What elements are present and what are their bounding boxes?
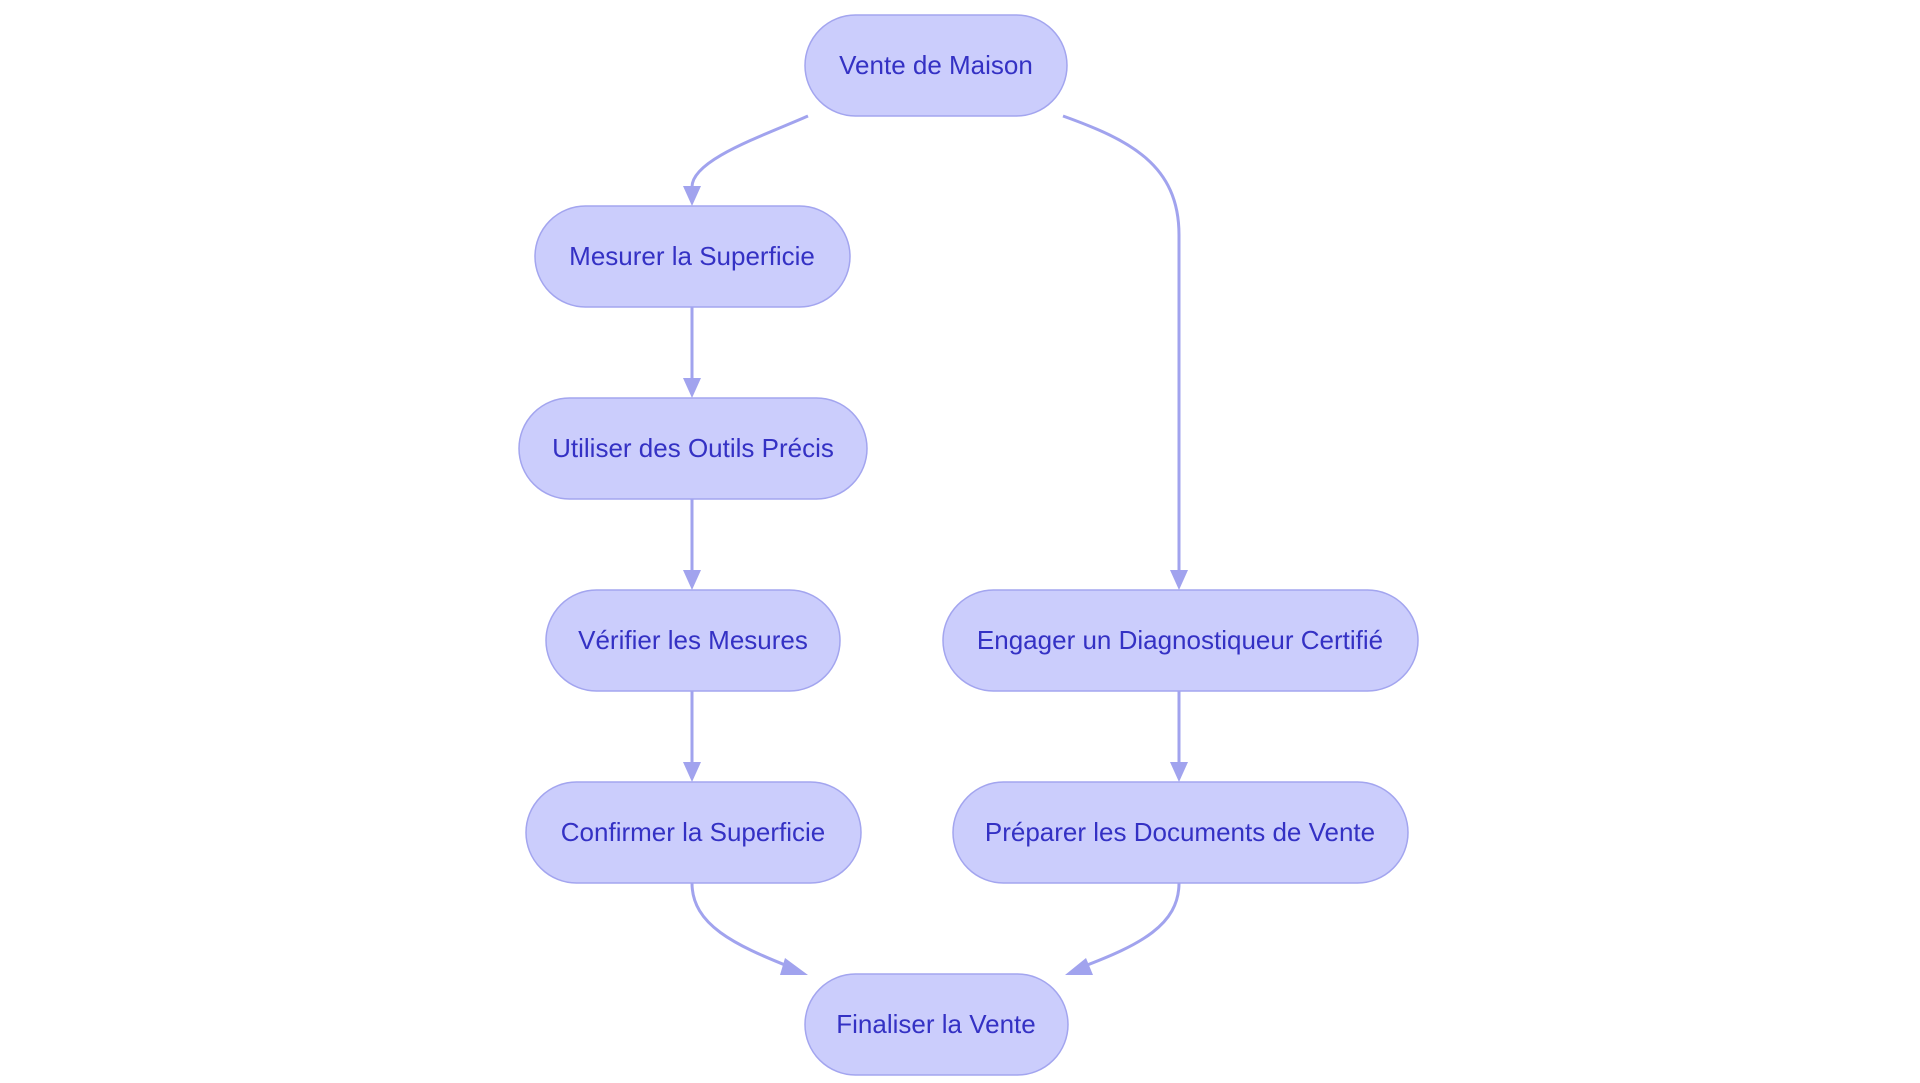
edge-documents-finaliser [1081,882,1181,969]
node-utiliser-des-outils-precis[interactable]: Utiliser des Outils Précis [518,397,868,500]
arrowhead-diagnostiqueur-documents [1170,762,1188,782]
node-confirmer-la-superficie[interactable]: Confirmer la Superficie [525,781,862,884]
node-label: Mesurer la Superficie [569,241,815,271]
arrowhead-mesurer-outils [683,378,701,398]
edge-vente-mesurer [690,114,809,188]
node-verifier-les-mesures[interactable]: Vérifier les Mesures [545,589,841,692]
node-label: Vérifier les Mesures [578,625,808,655]
node-engager-un-diagnostiqueur-certifie[interactable]: Engager un Diagnostiqueur Certifié [942,589,1419,692]
arrowhead-confirmer-finaliser [780,958,808,975]
node-shape [804,973,1069,1076]
arrowhead-verifier-confirmer [683,762,701,782]
node-mesurer-la-superficie[interactable]: Mesurer la Superficie [534,205,851,308]
node-shape [804,14,1068,117]
edges-layer [683,114,1188,975]
arrowhead-vente-diagnostiqueur [1170,570,1188,590]
node-shape [534,205,851,308]
node-label: Finaliser la Vente [836,1009,1035,1039]
node-shape [545,589,841,692]
node-label: Confirmer la Superficie [561,817,825,847]
edge-confirmer-finaliser [690,882,791,969]
node-label: Engager un Diagnostiqueur Certifié [977,625,1383,655]
node-label: Vente de Maison [839,50,1033,80]
node-preparer-les-documents-de-vente[interactable]: Préparer les Documents de Vente [952,781,1409,884]
node-label: Utiliser des Outils Précis [552,433,834,463]
node-shape [952,781,1409,884]
edge-vente-diagnostiqueur [1062,114,1181,573]
node-finaliser-la-vente[interactable]: Finaliser la Vente [804,973,1069,1076]
arrowhead-documents-finaliser [1065,958,1093,975]
arrowhead-outils-verifier [683,570,701,590]
node-shape [525,781,862,884]
node-shape [518,397,868,500]
node-label: Préparer les Documents de Vente [985,817,1375,847]
node-vente-de-maison[interactable]: Vente de Maison [804,14,1068,117]
nodes-layer: Vente de Maison Mesurer la Superficie Ut… [518,14,1419,1076]
node-shape [942,589,1419,692]
arrowhead-vente-mesurer [683,186,701,206]
